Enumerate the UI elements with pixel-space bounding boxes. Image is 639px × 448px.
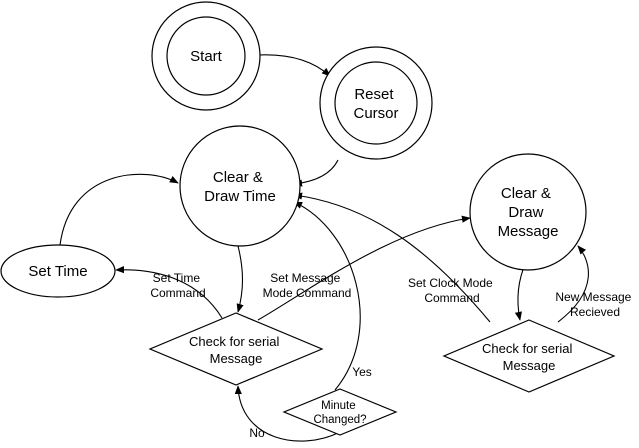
edge-label-set-message-mode-command: Set Message Mode Command: [263, 271, 352, 300]
edge-minute-yes-to-clear-time: [293, 201, 361, 391]
svg-text:Check for serial Message: Check for serial Message: [189, 334, 283, 366]
node-check-serial-right: Check for serial Message: [442, 319, 616, 393]
node-reset-cursor: Reset Cursor: [319, 46, 433, 160]
node-check-serial-left: Check for serial Message: [148, 312, 324, 386]
edge-label-set-time-command: Set Time Command: [150, 271, 205, 300]
svg-text:Clear & Draw Time: Clear & Draw Time: [204, 169, 276, 205]
node-clear-draw-message: Clear & Draw Message: [469, 153, 587, 271]
svg-text:Check for serial Message: Check for serial Message: [482, 341, 576, 373]
node-minute-changed-line1: Minute: [321, 400, 356, 412]
node-clear-draw-time-line2: Draw Time: [204, 188, 276, 205]
node-minute-changed-line2: Changed?: [313, 414, 366, 426]
edge-check-right-to-clear-time: [293, 192, 491, 323]
node-set-time-label: Set Time: [28, 263, 87, 280]
svg-text:Minute Changed?: Minute Changed?: [313, 400, 366, 426]
node-clear-draw-message-line2: Draw: [508, 204, 543, 221]
node-start: Start: [151, 1, 261, 111]
node-check-serial-right-line1: Check for serial: [482, 341, 572, 356]
svg-text:Reset Cursor: Reset Cursor: [353, 86, 398, 122]
node-clear-draw-message-line1: Clear &: [501, 185, 551, 202]
node-clear-draw-message-line3: Message: [498, 223, 559, 240]
edge-label-new-message-received: New Message Recieved: [555, 290, 634, 319]
node-check-serial-left-line2: Message: [210, 351, 263, 366]
node-set-time: Set Time: [0, 244, 116, 298]
edge-clear-time-to-check-left: [236, 245, 244, 313]
node-start-label: Start: [190, 48, 223, 65]
node-check-serial-left-line1: Check for serial: [189, 334, 279, 349]
edge-check-left-to-set-time: [115, 266, 223, 319]
edge-set-time-to-clear-time: [59, 173, 179, 246]
edge-check-right-to-clear-message: [557, 245, 589, 323]
node-reset-cursor-line1: Reset: [354, 86, 394, 103]
edge-clear-message-to-check-right: [514, 261, 527, 321]
edge-label-set-clock-mode-command: Set Clock Mode Command: [408, 276, 496, 305]
node-minute-changed: Minute Changed?: [282, 388, 398, 436]
svg-text:Clear & Draw Messa: Clear & Draw Message: [498, 185, 559, 240]
edge-reset-to-clear-time: [293, 159, 339, 187]
node-clear-draw-time: Clear & Draw Time: [179, 125, 301, 247]
node-check-serial-right-line2: Message: [503, 358, 556, 373]
svg-text:Start: Start: [190, 48, 223, 65]
edge-label-yes: Yes: [352, 365, 372, 379]
edge-label-no: No: [249, 426, 265, 440]
edge-minute-no-to-check-left: [234, 385, 341, 442]
edge-check-left-to-clear-message: [257, 215, 471, 321]
node-reset-cursor-line2: Cursor: [353, 105, 398, 122]
node-clear-draw-time-line1: Clear &: [213, 169, 263, 186]
svg-text:Set Time: Set Time: [28, 263, 87, 280]
